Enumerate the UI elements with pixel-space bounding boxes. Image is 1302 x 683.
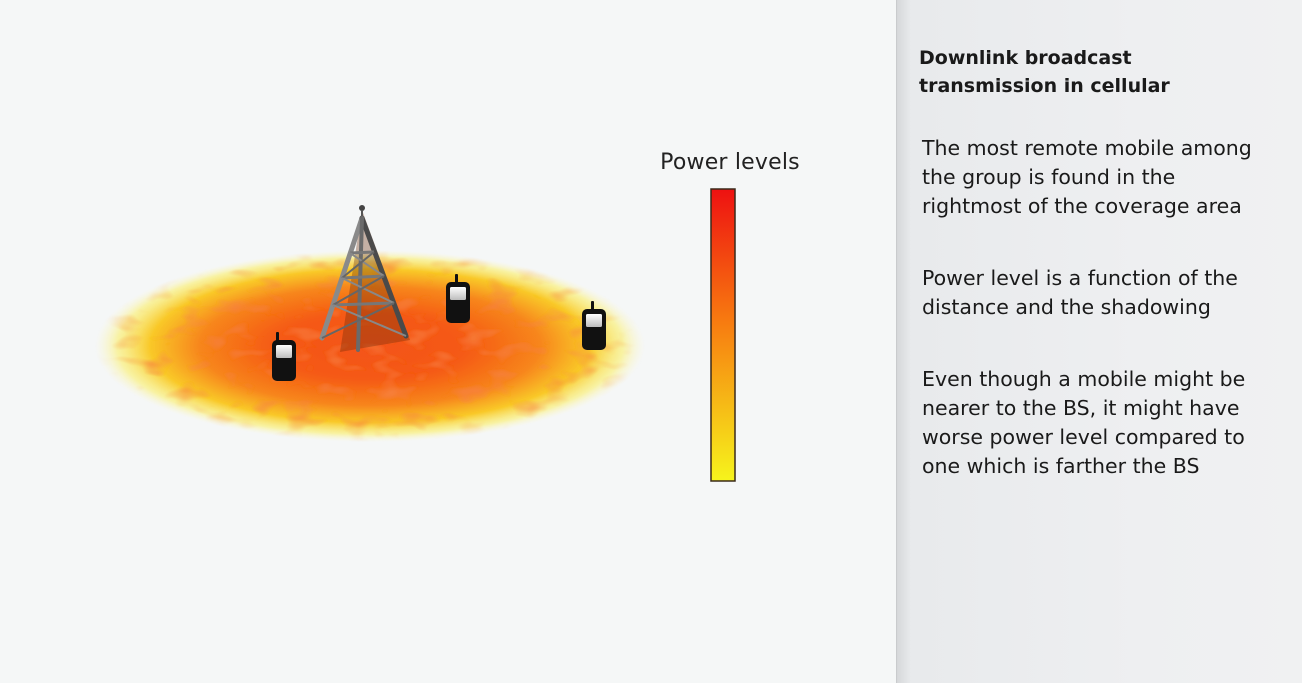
mobile-phone-icon: [446, 274, 470, 323]
legend-title: Power levels: [660, 150, 800, 175]
mobile-phone-icon: [582, 301, 606, 350]
diagram-area: Power levels: [95, 150, 800, 482]
power-heatmap: [95, 250, 645, 442]
sidebar: Downlink broadcast transmission in cellu…: [896, 0, 1302, 683]
diagram-canvas: [95, 188, 736, 482]
paragraph-power-function: Power level is a function of the distanc…: [922, 266, 1238, 319]
paragraph-near-vs-far: Even though a mobile might be nearer to …: [922, 367, 1246, 478]
paragraph-remote-mobile: The most remote mobile among the group i…: [922, 136, 1252, 218]
cell-tower-icon: [319, 205, 409, 352]
power-legend-bar: [710, 188, 736, 482]
mobile-phone-icon: [272, 332, 296, 381]
sidebar-title: Downlink broadcast transmission in cellu…: [919, 47, 1170, 97]
